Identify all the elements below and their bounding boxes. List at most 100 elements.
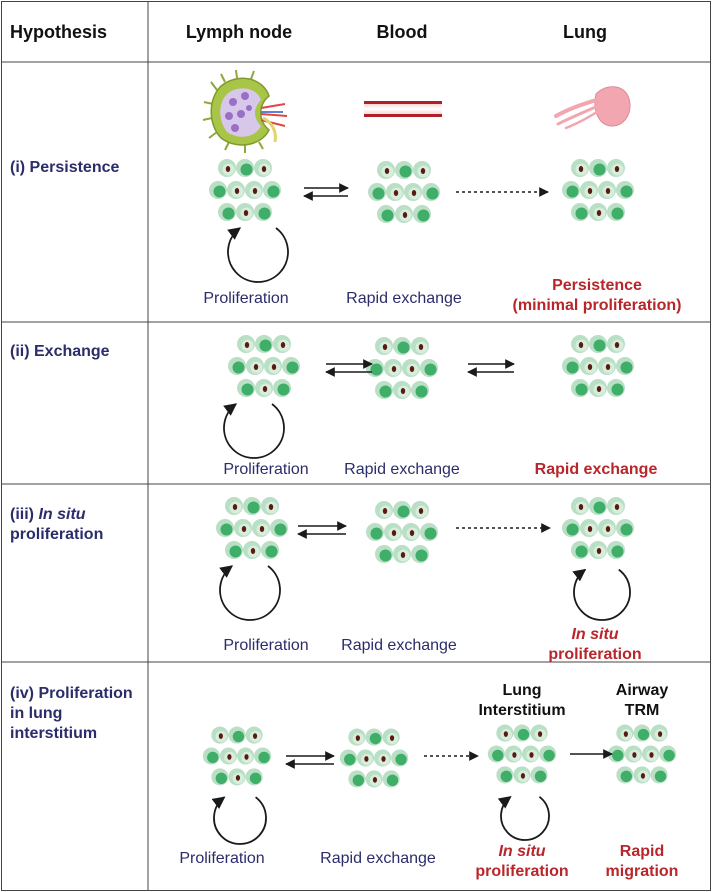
cell	[589, 497, 607, 515]
cell-cluster-airway-4	[607, 724, 677, 784]
cell	[366, 359, 384, 377]
cell	[255, 335, 273, 353]
cell	[642, 745, 660, 763]
cell	[598, 181, 616, 199]
cell	[589, 541, 607, 559]
cell	[607, 159, 625, 177]
cell	[504, 745, 522, 763]
cell	[571, 159, 589, 177]
cell	[375, 545, 393, 563]
cell	[391, 749, 409, 767]
cell-cluster-lung-1	[562, 159, 634, 221]
cell	[496, 724, 514, 742]
cell	[420, 359, 438, 377]
cell	[513, 724, 531, 742]
row3-label-prefix: (iii)	[10, 506, 39, 523]
cell	[255, 379, 273, 397]
cell	[589, 379, 607, 397]
row-label-persistence: (i) Persistence	[10, 159, 120, 176]
cell-cluster-blood-1	[368, 161, 440, 223]
airway-header-line1: Airway	[615, 682, 669, 699]
cell	[402, 359, 420, 377]
cell	[562, 357, 580, 375]
cell-cluster-lymph-2	[228, 335, 300, 397]
header-airway-trm: Airway TRM	[616, 681, 668, 721]
row-label-proliferation-interstitium: (iv) Proliferation in lung interstitium	[10, 684, 133, 744]
proliferation-loop-1	[227, 227, 289, 283]
cell	[539, 745, 557, 763]
cell	[384, 359, 402, 377]
cell	[375, 381, 393, 399]
cell	[261, 541, 279, 559]
caption-in-situ-interstitium: In situ proliferation	[475, 842, 568, 882]
cell	[386, 183, 404, 201]
cell-cluster-blood-4	[339, 728, 409, 788]
lymph-node-icon	[202, 69, 288, 153]
cell	[589, 203, 607, 221]
cell	[228, 726, 246, 744]
cell	[607, 203, 625, 221]
cell-cluster-interstitium-4	[487, 724, 557, 784]
caption-persistence-lung: Persistence (minimal proliferation)	[513, 276, 682, 316]
cell	[607, 335, 625, 353]
caption-rapid-migration: Rapid migration	[606, 842, 679, 882]
proliferation-loop-lung-3	[572, 568, 631, 621]
cell	[252, 519, 270, 537]
cell	[422, 183, 440, 201]
cell	[237, 379, 255, 397]
header-lymph-node: Lymph node	[185, 22, 293, 42]
cell-cluster-lung-2	[562, 335, 634, 397]
cell	[339, 749, 357, 767]
cell	[261, 497, 279, 515]
cell	[211, 768, 229, 786]
cell	[273, 379, 291, 397]
cell	[530, 724, 548, 742]
cell	[356, 749, 375, 767]
cell	[633, 724, 651, 742]
cell	[589, 159, 607, 177]
cell	[375, 501, 393, 519]
caption-in-situ-line2: proliferation	[548, 646, 642, 663]
caption-rapid-exchange-3: Rapid exchange	[341, 637, 457, 654]
cell	[219, 747, 237, 765]
header-lung-interstitium: Lung Interstitium	[478, 681, 565, 721]
cell	[245, 181, 263, 199]
cell	[395, 161, 413, 179]
cell	[384, 523, 402, 541]
proliferation-loop-2	[223, 403, 285, 459]
cell	[395, 205, 413, 223]
cell	[209, 181, 227, 199]
cell	[562, 181, 580, 199]
caption-proliferation-4: Proliferation	[179, 850, 265, 867]
cell	[420, 523, 438, 541]
cell	[616, 766, 634, 784]
cell	[650, 766, 668, 784]
row4-label-line3: interstitium	[10, 725, 98, 742]
cell	[580, 181, 598, 199]
cell	[393, 501, 411, 519]
cell	[571, 379, 589, 397]
cell	[365, 770, 383, 788]
cell	[377, 205, 395, 223]
cell	[202, 747, 220, 765]
cell	[211, 726, 229, 744]
cell	[616, 519, 634, 537]
cell	[273, 335, 291, 353]
cell-cluster-blood-3	[366, 501, 438, 563]
cell	[411, 381, 429, 399]
cell	[263, 181, 281, 199]
cell	[598, 519, 616, 537]
caption-rapid-exchange-1: Rapid exchange	[346, 290, 462, 307]
cell	[254, 159, 272, 177]
cell	[624, 745, 642, 763]
caption-rapid-exchange-4: Rapid exchange	[320, 850, 436, 867]
interstitium-caption-line2: proliferation	[475, 863, 569, 880]
cell	[245, 768, 263, 786]
caption-proliferation-2: Proliferation	[223, 461, 309, 478]
header-lung: Lung	[563, 22, 607, 42]
cell	[243, 541, 261, 559]
cell	[216, 519, 234, 537]
cell	[616, 357, 634, 375]
cell	[571, 335, 589, 353]
